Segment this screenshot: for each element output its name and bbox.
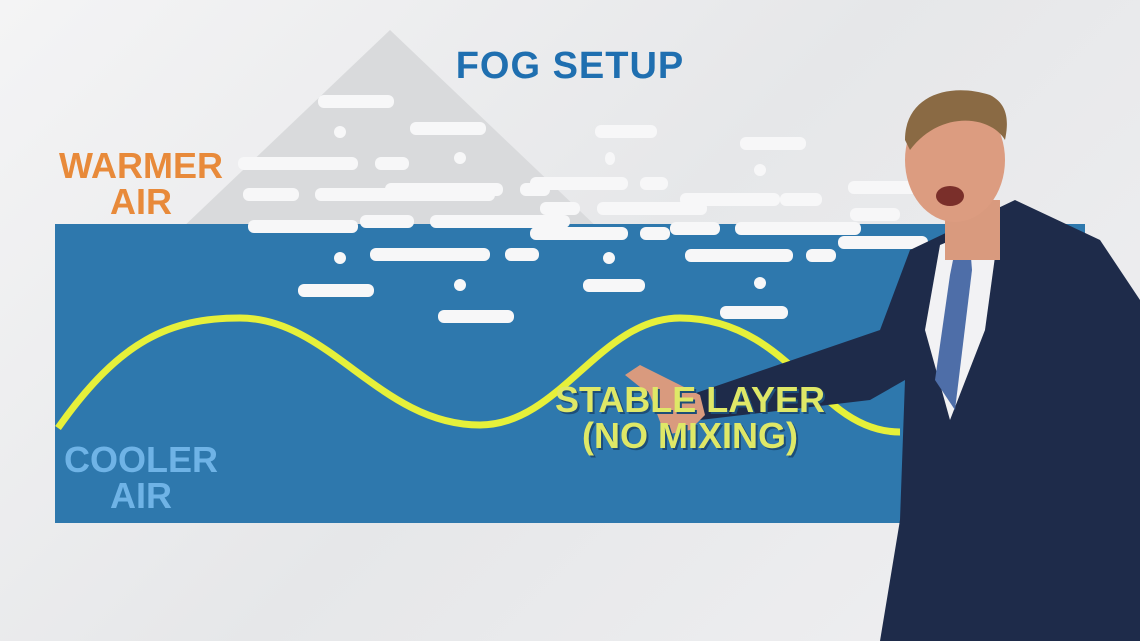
- fog-dot: [754, 164, 766, 176]
- fog-dot: [334, 126, 346, 138]
- fog-bar: [735, 222, 861, 235]
- fog-bar: [640, 227, 670, 240]
- warmer-air-label: WARMER AIR: [55, 148, 227, 220]
- fog-dot: [754, 277, 766, 289]
- cooler-air-label: COOLER AIR: [55, 442, 227, 514]
- fog-bar: [505, 248, 539, 261]
- fog-bar: [685, 249, 793, 262]
- fog-bar: [438, 310, 514, 323]
- cooler-line-2: AIR: [110, 475, 172, 516]
- fog-bar: [680, 193, 780, 206]
- cooler-line-1: COOLER: [63, 439, 218, 480]
- fog-bar: [838, 236, 928, 249]
- stable-line-2: (NO MIXING): [582, 415, 798, 456]
- fog-bar: [597, 202, 707, 215]
- fog-bar: [530, 227, 628, 240]
- fog-bar: [385, 183, 503, 196]
- fog-dot: [603, 252, 615, 264]
- fog-bar: [248, 220, 358, 233]
- fog-bar: [740, 137, 806, 150]
- fog-bar: [530, 177, 628, 190]
- fog-dot: [334, 252, 346, 264]
- fog-bar: [806, 249, 836, 262]
- fog-bar: [583, 279, 645, 292]
- fog-bar: [605, 152, 615, 165]
- fog-dot: [454, 152, 466, 164]
- fog-bar: [670, 222, 720, 235]
- fog-bar: [540, 202, 580, 215]
- fog-bar: [360, 215, 414, 228]
- fog-bar: [780, 193, 822, 206]
- stable-layer-label: STABLE LAYER (NO MIXING): [540, 382, 840, 454]
- fog-bar: [848, 181, 918, 194]
- fog-bar: [595, 125, 657, 138]
- warmer-line-1: WARMER: [59, 145, 223, 186]
- fog-dot: [454, 279, 466, 291]
- fog-bar: [410, 122, 486, 135]
- fog-bar: [850, 208, 900, 221]
- fog-bar: [375, 157, 409, 170]
- fog-bar: [370, 248, 490, 261]
- fog-bar: [243, 188, 299, 201]
- stable-line-1: STABLE LAYER: [554, 379, 826, 420]
- fog-bar: [720, 306, 788, 319]
- warmer-line-2: AIR: [110, 181, 172, 222]
- fog-bar: [238, 157, 358, 170]
- fog-bar: [640, 177, 668, 190]
- fog-bar: [430, 215, 570, 228]
- graphic-title: FOG SETUP: [455, 45, 685, 87]
- fog-bar: [298, 284, 374, 297]
- fog-bar: [318, 95, 394, 108]
